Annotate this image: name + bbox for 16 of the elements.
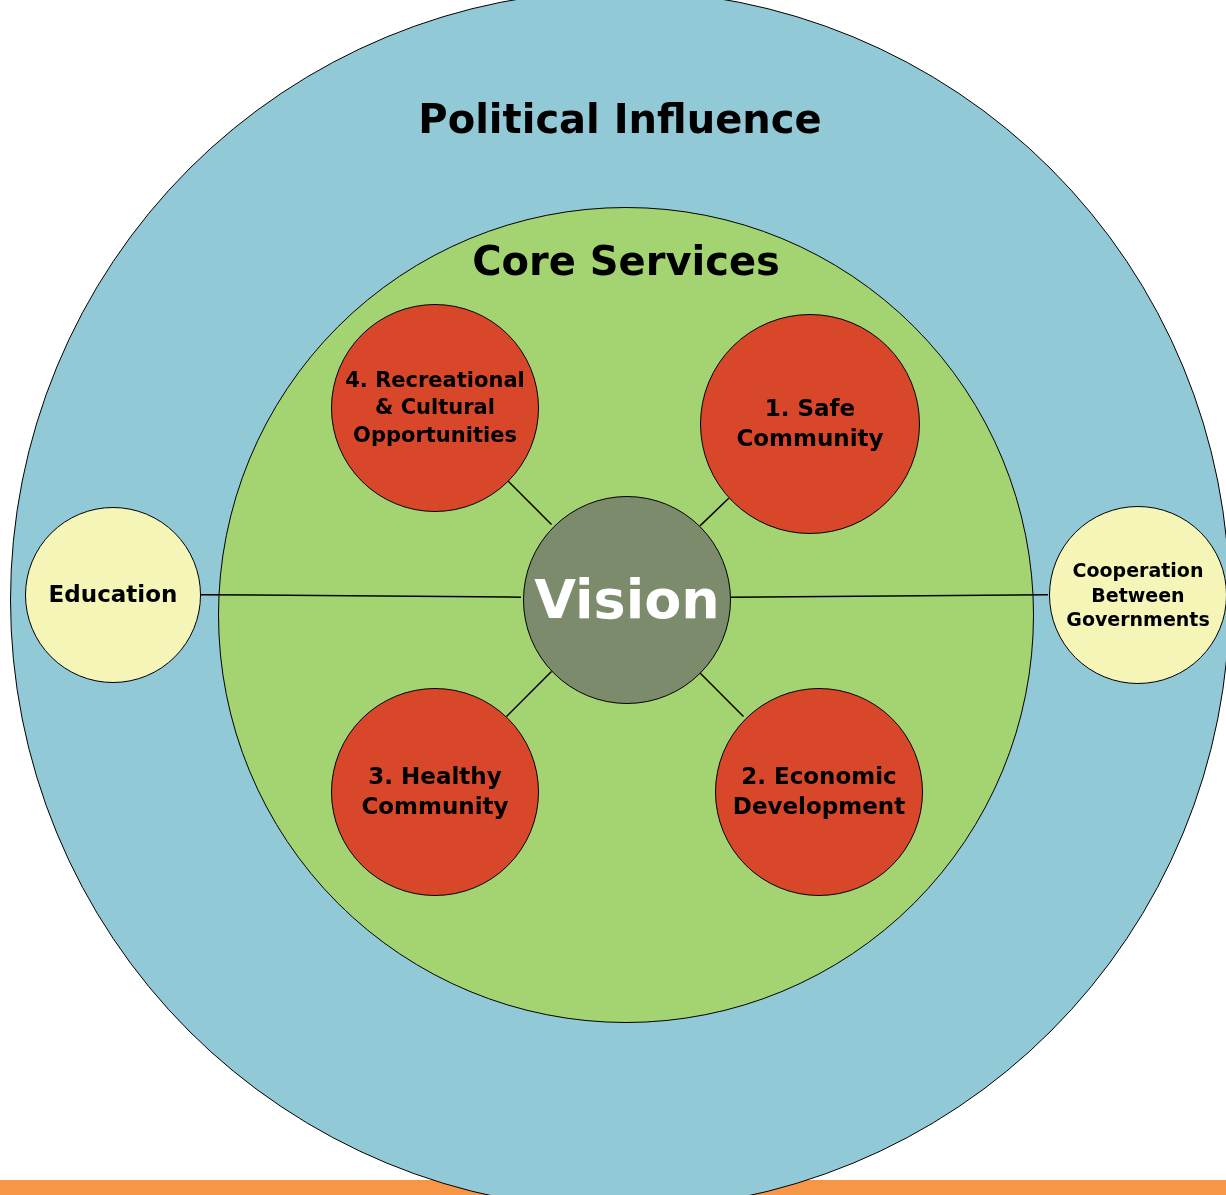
circle-label: 2. Economic Development — [731, 762, 907, 821]
connector-line — [505, 478, 553, 526]
connector-line — [697, 670, 745, 718]
circle-label: 4. Recreational & Cultural Opportunities — [344, 367, 526, 449]
circle-label: Vision — [534, 566, 720, 633]
circle-label: Education — [48, 580, 178, 610]
circle-label: 1. Safe Community — [735, 394, 885, 453]
connector-line — [699, 497, 730, 527]
connector-line — [728, 593, 1049, 598]
heading: Political Influence — [418, 96, 822, 142]
connector-line — [505, 670, 553, 718]
connector-line — [199, 593, 522, 598]
outer-circle — [10, 0, 1226, 1195]
heading: Core Services — [472, 238, 780, 284]
circle-label: 3. Healthy Community — [360, 762, 510, 821]
circle-label: Cooperation Between Governments — [1065, 557, 1211, 633]
